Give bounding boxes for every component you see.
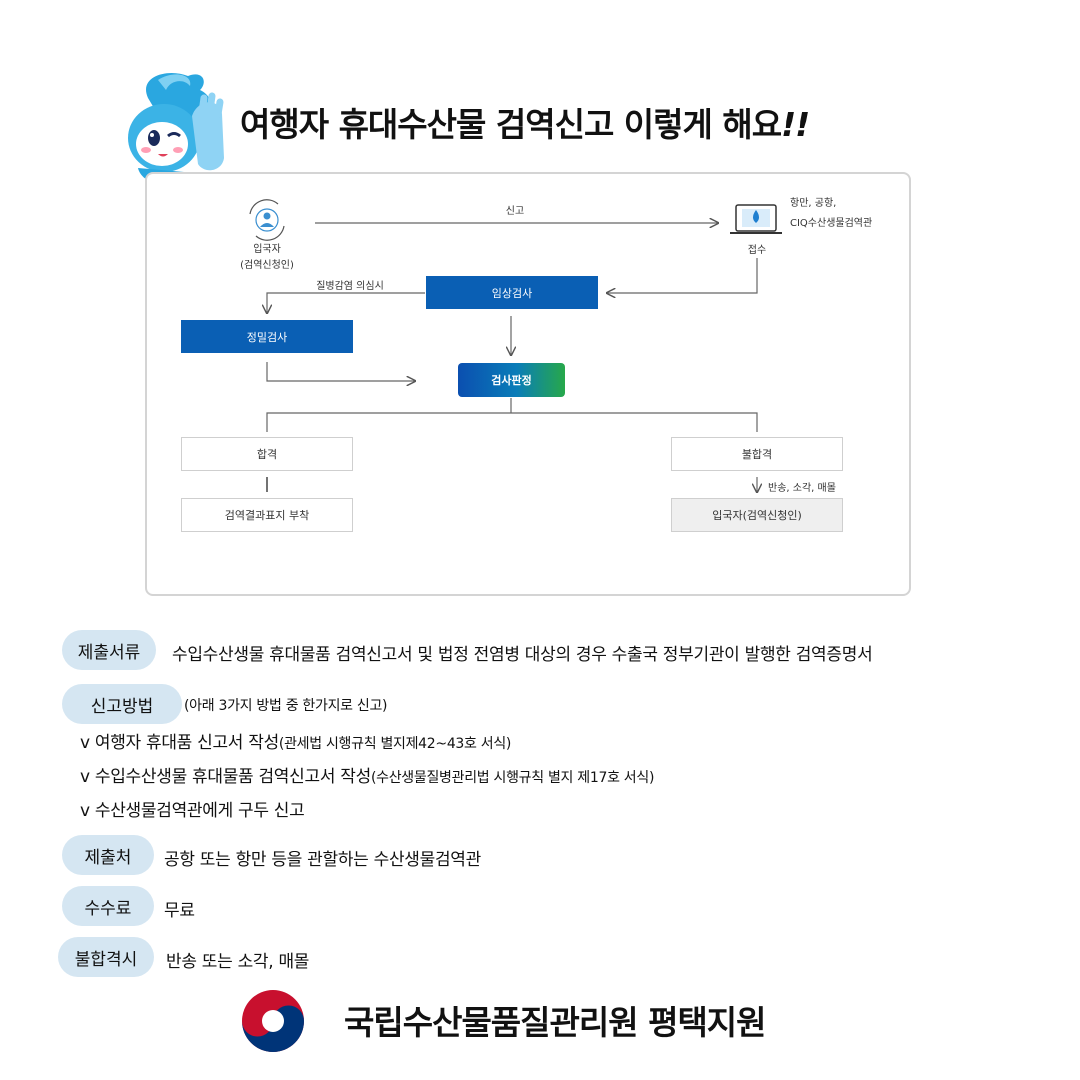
docs-pill: 제출서류 — [62, 630, 156, 670]
fail-box: 불합격 — [671, 437, 843, 471]
clinical-check-box: 임상검사 — [426, 276, 598, 309]
fee-pill: 수수료 — [62, 886, 154, 926]
monitor-drop-icon — [730, 204, 782, 234]
receive-to-clinical-arrow — [607, 258, 758, 293]
fail-action-label: 반송, 소각, 매몰 — [768, 483, 836, 494]
method-pill: 신고방법 — [62, 684, 182, 724]
page-title: 여행자 휴대수산물 검역신고 이렇게 해요!! — [240, 105, 810, 144]
method-item-2: v 수입수산생물 휴대물품 검역신고서 작성(수산생물질병관리법 시행규칙 별지… — [80, 767, 655, 787]
agency-label-line1: 항만, 공항, — [790, 198, 837, 209]
government-emblem-icon — [242, 990, 304, 1052]
organization-name: 국립수산물품질관리원 평택지원 — [344, 1003, 767, 1042]
person-cycle-icon — [249, 199, 285, 241]
detailed-check-box: 정밀검사 — [181, 320, 353, 353]
detailed-to-judgement-arrow — [266, 362, 415, 381]
mascot-icon — [128, 72, 224, 184]
report-label: 신고 — [505, 206, 525, 217]
method-text: (아래 3가지 방법 중 한가지로 신고) — [184, 698, 388, 714]
fail-case-pill: 불합격시 — [58, 937, 154, 977]
place-pill: 제출처 — [62, 835, 154, 875]
fail-result-box: 입국자(검역신청인) — [671, 498, 843, 532]
pass-result-box: 검역결과표지 부착 — [181, 498, 353, 532]
arrival-person-sub-label: (검역신청인) — [240, 260, 294, 271]
agency-label-line2: CIQ수산생물검역관 — [790, 218, 873, 229]
fail-case-text: 반송 또는 소각, 매몰 — [166, 952, 310, 972]
judgement-split-line — [266, 412, 758, 432]
pass-box: 합격 — [181, 437, 353, 471]
method-item-1: v 여행자 휴대품 신고서 작성(관세법 시행규칙 별지제42~43호 서식) — [80, 733, 512, 753]
suspect-label: 질병감염 의심시 — [316, 281, 384, 292]
docs-text: 수입수산생물 휴대물품 검역신고서 및 법정 전염병 대상의 경우 수출국 정부… — [172, 645, 873, 665]
arrival-person-label: 입국자 — [253, 244, 281, 255]
clinical-to-detailed-arrow — [267, 292, 425, 313]
fee-text: 무료 — [164, 901, 195, 921]
receive-label: 접수 — [747, 245, 767, 256]
place-text: 공항 또는 항만 등을 관할하는 수산생물검역관 — [164, 850, 481, 870]
method-item-3: v 수산생물검역관에게 구두 신고 — [80, 801, 305, 821]
judgement-box: 검사판정 — [458, 363, 565, 397]
